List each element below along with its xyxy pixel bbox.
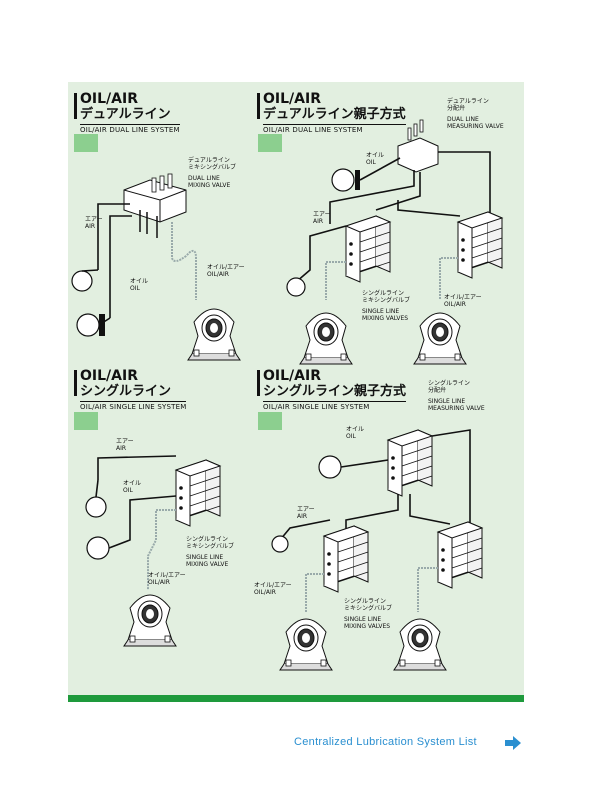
mixing-valves-label-jp: シングルライン ミキシングバルブ [344,598,393,612]
section-title-dual-line-parent-child: OIL/AIR デュアルライン親子方式 OIL/AIR DUAL LINE SY… [263,91,406,134]
title-marker [74,370,77,396]
green-square [74,412,98,430]
arrow-right-icon[interactable] [505,736,521,750]
measuring-valve-label-en: DUAL LINE MEASURING VALVE [447,116,504,130]
mixing-valves-label-en: SINGLE LINE MIXING VALVES [344,616,391,630]
system-list-link[interactable]: Centralized Lubrication System List [294,736,477,748]
green-square [74,134,98,152]
section-title-dual-line: OIL/AIR デュアルライン OIL/AIR DUAL LINE SYSTEM [80,91,180,134]
green-square [258,412,282,430]
measuring-valve-label-en: SINGLE LINE MEASURING VALVE [428,398,485,412]
panel-bottom-bar [68,695,524,702]
dual-line-diagram [71,173,241,361]
single-line-diagram [85,455,221,647]
measuring-valve-label-jp: デュアルライン 分配弁 [447,98,489,112]
title-marker [257,370,260,396]
single-line-parent-child-diagram [271,429,483,671]
mixing-valves-label-en: SINGLE LINE MIXING VALVES [362,308,409,322]
valve-label-jp: デュアルライン ミキシングバルブ [188,157,237,171]
mixing-valves-label-jp: シングルライン ミキシングバルブ [362,290,411,304]
title-marker [74,93,77,119]
measuring-valve-label-jp: シングルライン 分配弁 [428,380,471,394]
section-title-single-line-parent-child: OIL/AIR シングルライン親子方式 OIL/AIR SINGLE LINE … [263,368,407,411]
dual-line-parent-child-diagram [286,119,503,365]
mixing-valve-label-en: SINGLE LINE MIXING VALVE [186,554,229,568]
title-marker [257,93,260,119]
mixing-valve-label-jp: シングルライン ミキシングバルブ [186,536,235,550]
section-title-single-line: OIL/AIR シングルライン OIL/AIR SINGLE LINE SYST… [80,368,187,411]
green-square [258,134,282,152]
valve-label-en: DUAL LINE MIXING VALVE [188,175,231,189]
